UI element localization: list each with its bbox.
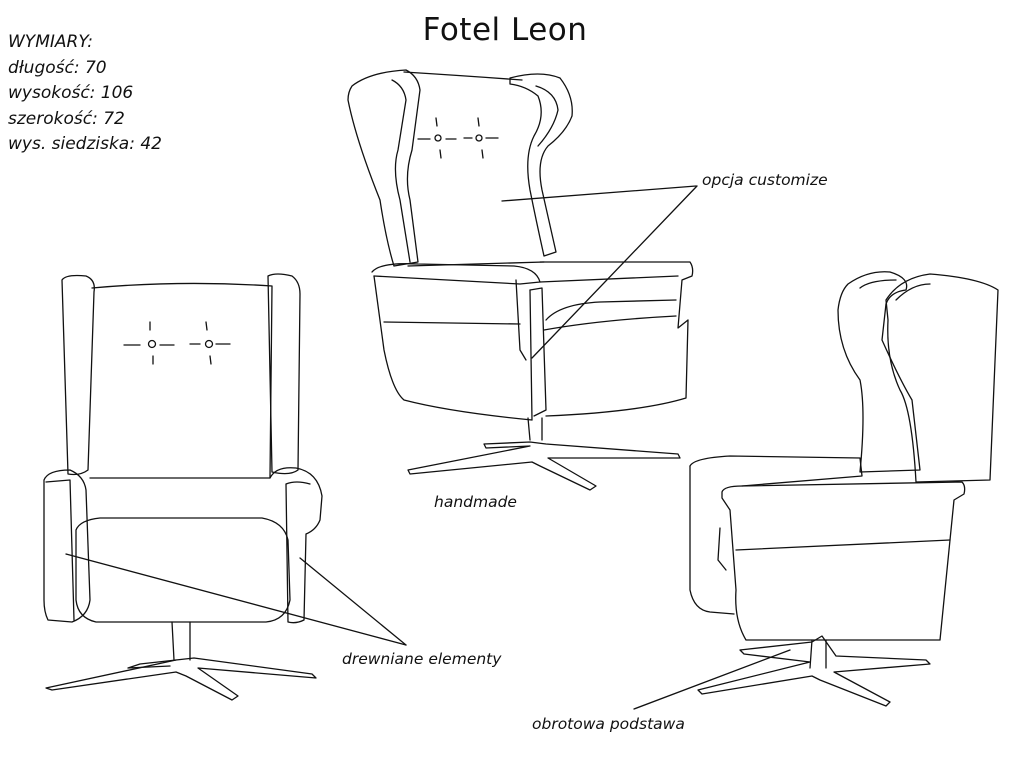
dimension-width: szerokość: 72 <box>8 108 125 129</box>
chair-angled-view <box>347 69 694 491</box>
product-title: Fotel Leon <box>422 12 588 48</box>
dimensions-block: WYMIARY: długość: 70 wysokość: 106 szero… <box>8 30 162 158</box>
callout-customize: opcja customize <box>702 171 828 189</box>
callout-wood: drewniane elementy <box>342 650 502 668</box>
chair-front-view <box>43 273 323 701</box>
dimensions-heading: WYMIARY: <box>8 32 93 52</box>
callout-lines <box>65 185 791 710</box>
chair-back-view <box>689 271 999 707</box>
callout-base: obrotowa podstawa <box>532 715 685 733</box>
dimension-seat-height: wys. siedziska: 42 <box>8 134 162 154</box>
callout-handmade: handmade <box>434 493 517 511</box>
dimension-height: wysokość: 106 <box>8 83 134 103</box>
dimension-length: długość: 70 <box>8 57 107 78</box>
